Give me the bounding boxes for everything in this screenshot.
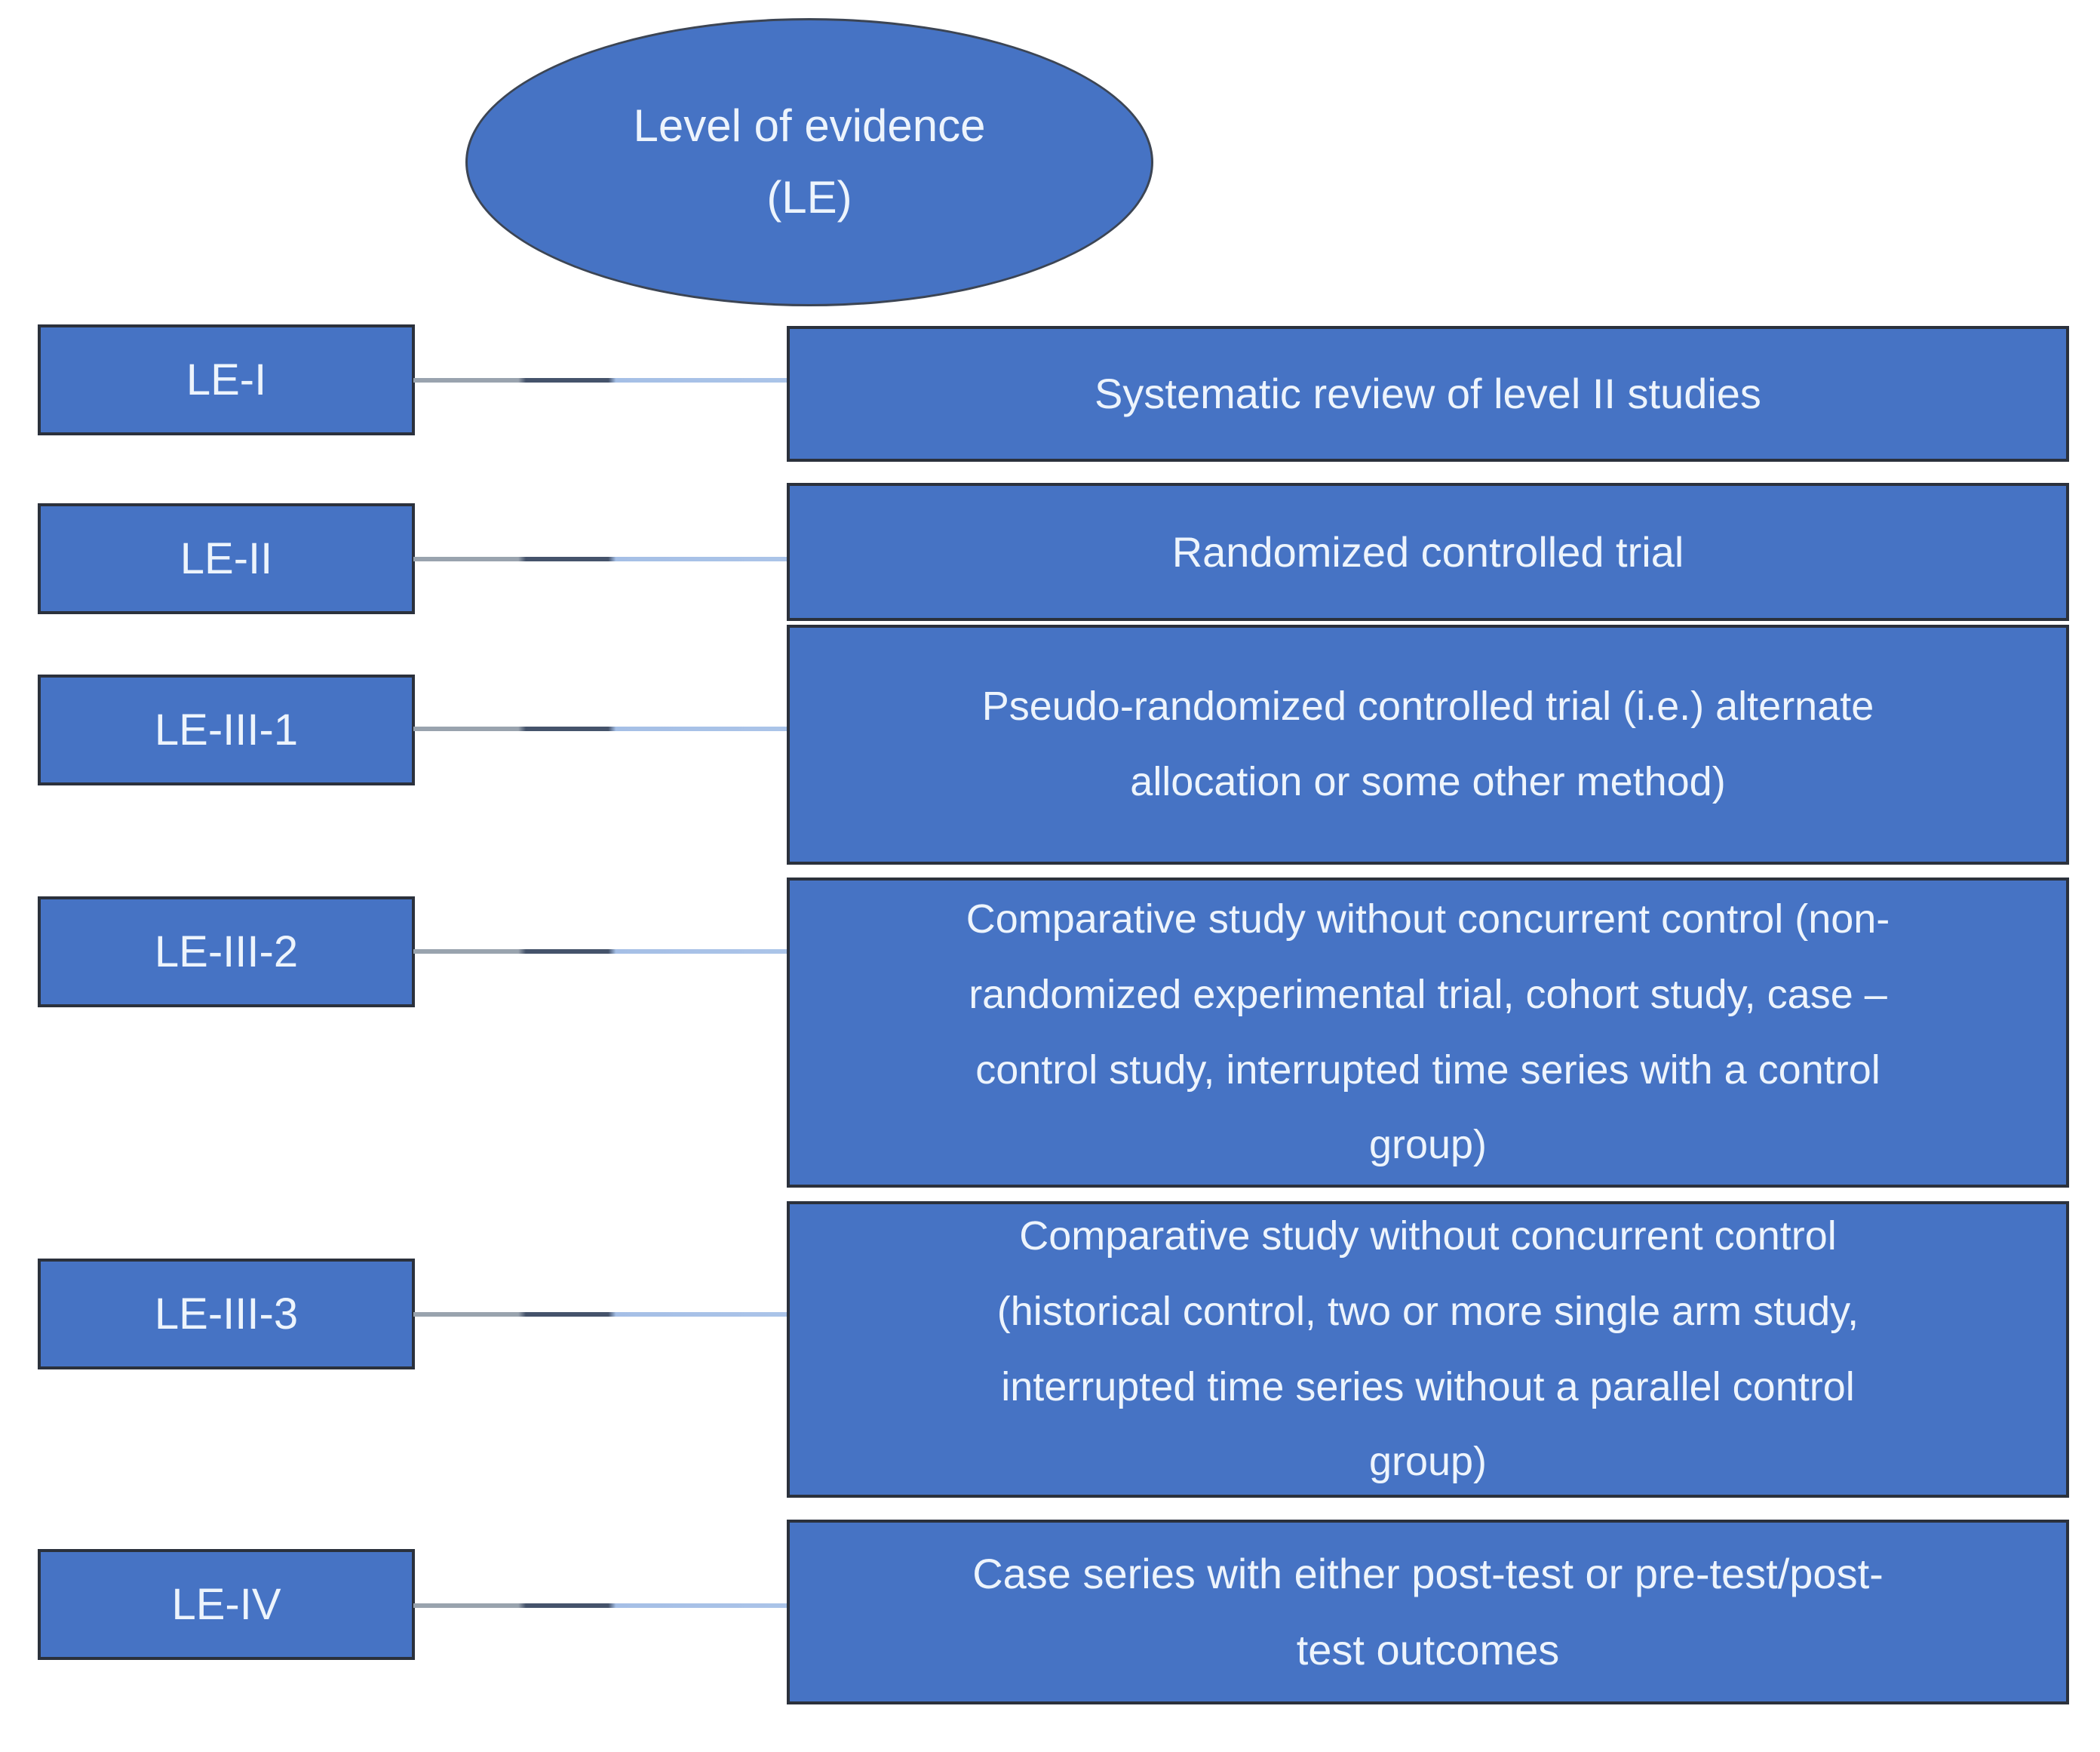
connector-line (413, 1312, 788, 1317)
le-label-box-le-iii-3: LE-III-3 (38, 1259, 415, 1369)
connector-line (413, 378, 788, 383)
connector-line (413, 727, 788, 731)
le-description-box-le-iii-2: Comparative study without concurrent con… (787, 878, 2069, 1188)
le-label-box-le-i: LE-I (38, 324, 415, 435)
connector-line (413, 1603, 788, 1608)
le-label-box-le-iv: LE-IV (38, 1549, 415, 1660)
le-label-box-le-iii-1: LE-III-1 (38, 675, 415, 785)
le-description-box-le-iv: Case series with either post-test or pre… (787, 1520, 2069, 1704)
le-label-box-le-iii-2: LE-III-2 (38, 896, 415, 1007)
le-label-box-le-ii: LE-II (38, 503, 415, 614)
le-description-box-le-iii-1: Pseudo-randomized controlled trial (i.e.… (787, 625, 2069, 865)
le-description-box-le-i: Systematic review of level II studies (787, 326, 2069, 462)
level-of-evidence-ellipse: Level of evidence (LE) (465, 18, 1153, 306)
le-description-box-le-iii-3: Comparative study without concurrent con… (787, 1201, 2069, 1498)
connector-line (413, 557, 788, 561)
le-description-box-le-ii: Randomized controlled trial (787, 483, 2069, 621)
connector-line (413, 949, 788, 954)
